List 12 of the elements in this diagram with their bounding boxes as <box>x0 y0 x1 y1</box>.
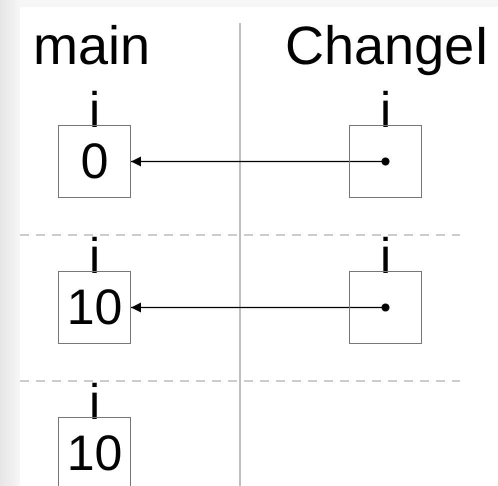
variable-value: 10 <box>66 424 124 483</box>
column-heading: main <box>33 19 150 73</box>
variable-name: i <box>378 231 392 281</box>
variable-value: 10 <box>66 278 124 337</box>
variable-name: i <box>378 85 392 135</box>
variable-name: i <box>88 85 102 135</box>
variable-value: 0 <box>80 132 110 191</box>
variable-name: i <box>88 377 102 427</box>
column-heading: ChangeI <box>285 19 490 73</box>
pointer-arrow <box>131 302 390 312</box>
pointer-arrow <box>131 156 390 166</box>
variable-name: i <box>88 231 102 281</box>
